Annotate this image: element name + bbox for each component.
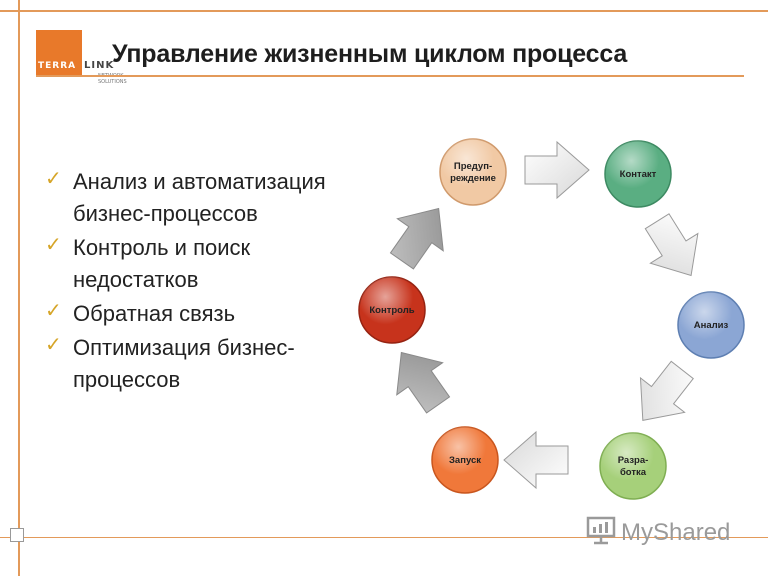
checkmark-icon: ✓ [45, 332, 62, 356]
arrow-analysis-to-development [639, 360, 694, 421]
process-cycle-diagram: Предуп- реждение Контакт Анализ Разра- б… [358, 138, 745, 500]
checkmark-icon: ✓ [45, 166, 62, 190]
node-label: Предуп- [454, 161, 492, 172]
node-label: Контакт [620, 169, 657, 180]
resize-handle[interactable] [10, 528, 24, 542]
arrow-control-to-prevention [389, 207, 444, 270]
bullet-text: Обратная связь [73, 301, 236, 326]
myshared-watermark: MyShared [585, 515, 745, 549]
bullet-item: ✓ Анализ и автоматизация бизнес-процессов [45, 166, 345, 230]
checkmark-icon: ✓ [45, 298, 62, 322]
arrow-launch-to-control [396, 351, 451, 414]
slide-frame-bottom [0, 537, 768, 538]
slide-frame-left [18, 0, 20, 576]
arrow-contact-to-analysis [644, 213, 699, 277]
bullet-text: Контроль и поиск недостатков [73, 235, 251, 292]
slide-title: Управление жизненным циклом процесса [112, 40, 628, 68]
node-label: Контроль [369, 305, 414, 316]
bullet-text: Оптимизация бизнес-процессов [73, 335, 295, 392]
logo-orange-square: TERRA [36, 30, 82, 76]
bullet-text: Анализ и автоматизация бизнес-процессов [73, 169, 326, 226]
node-label: реждение [450, 173, 496, 184]
presentation-board-icon [586, 516, 616, 545]
terralink-logo: TERRA LINK NETWORK SOLUTIONS [36, 30, 127, 85]
node-launch: Запуск [431, 426, 499, 494]
node-analysis: Анализ [677, 291, 745, 359]
checkmark-icon: ✓ [45, 232, 62, 256]
node-prevention: Предуп- реждение [439, 138, 507, 206]
bullet-list: ✓ Анализ и автоматизация бизнес-процессов… [45, 166, 345, 398]
bullet-item: ✓ Оптимизация бизнес-процессов [45, 332, 345, 396]
bullet-item: ✓ Обратная связь [45, 298, 345, 330]
arrow-development-to-launch [503, 430, 569, 490]
watermark-text: MyShared [621, 519, 731, 546]
node-control: Контроль [358, 276, 426, 344]
logo-link-text: LINK [84, 60, 115, 71]
logo-terra-text: TERRA [38, 61, 77, 71]
title-underline [36, 75, 744, 77]
node-label: Анализ [694, 320, 729, 331]
node-label: ботка [620, 467, 647, 478]
node-label: Разра- [618, 455, 649, 466]
slide-frame-top [0, 10, 768, 12]
node-contact: Контакт [604, 140, 672, 208]
arrow-prevention-to-contact [524, 140, 590, 200]
bullet-item: ✓ Контроль и поиск недостатков [45, 232, 345, 296]
node-development: Разра- ботка [599, 432, 667, 500]
node-label: Запуск [449, 455, 481, 466]
